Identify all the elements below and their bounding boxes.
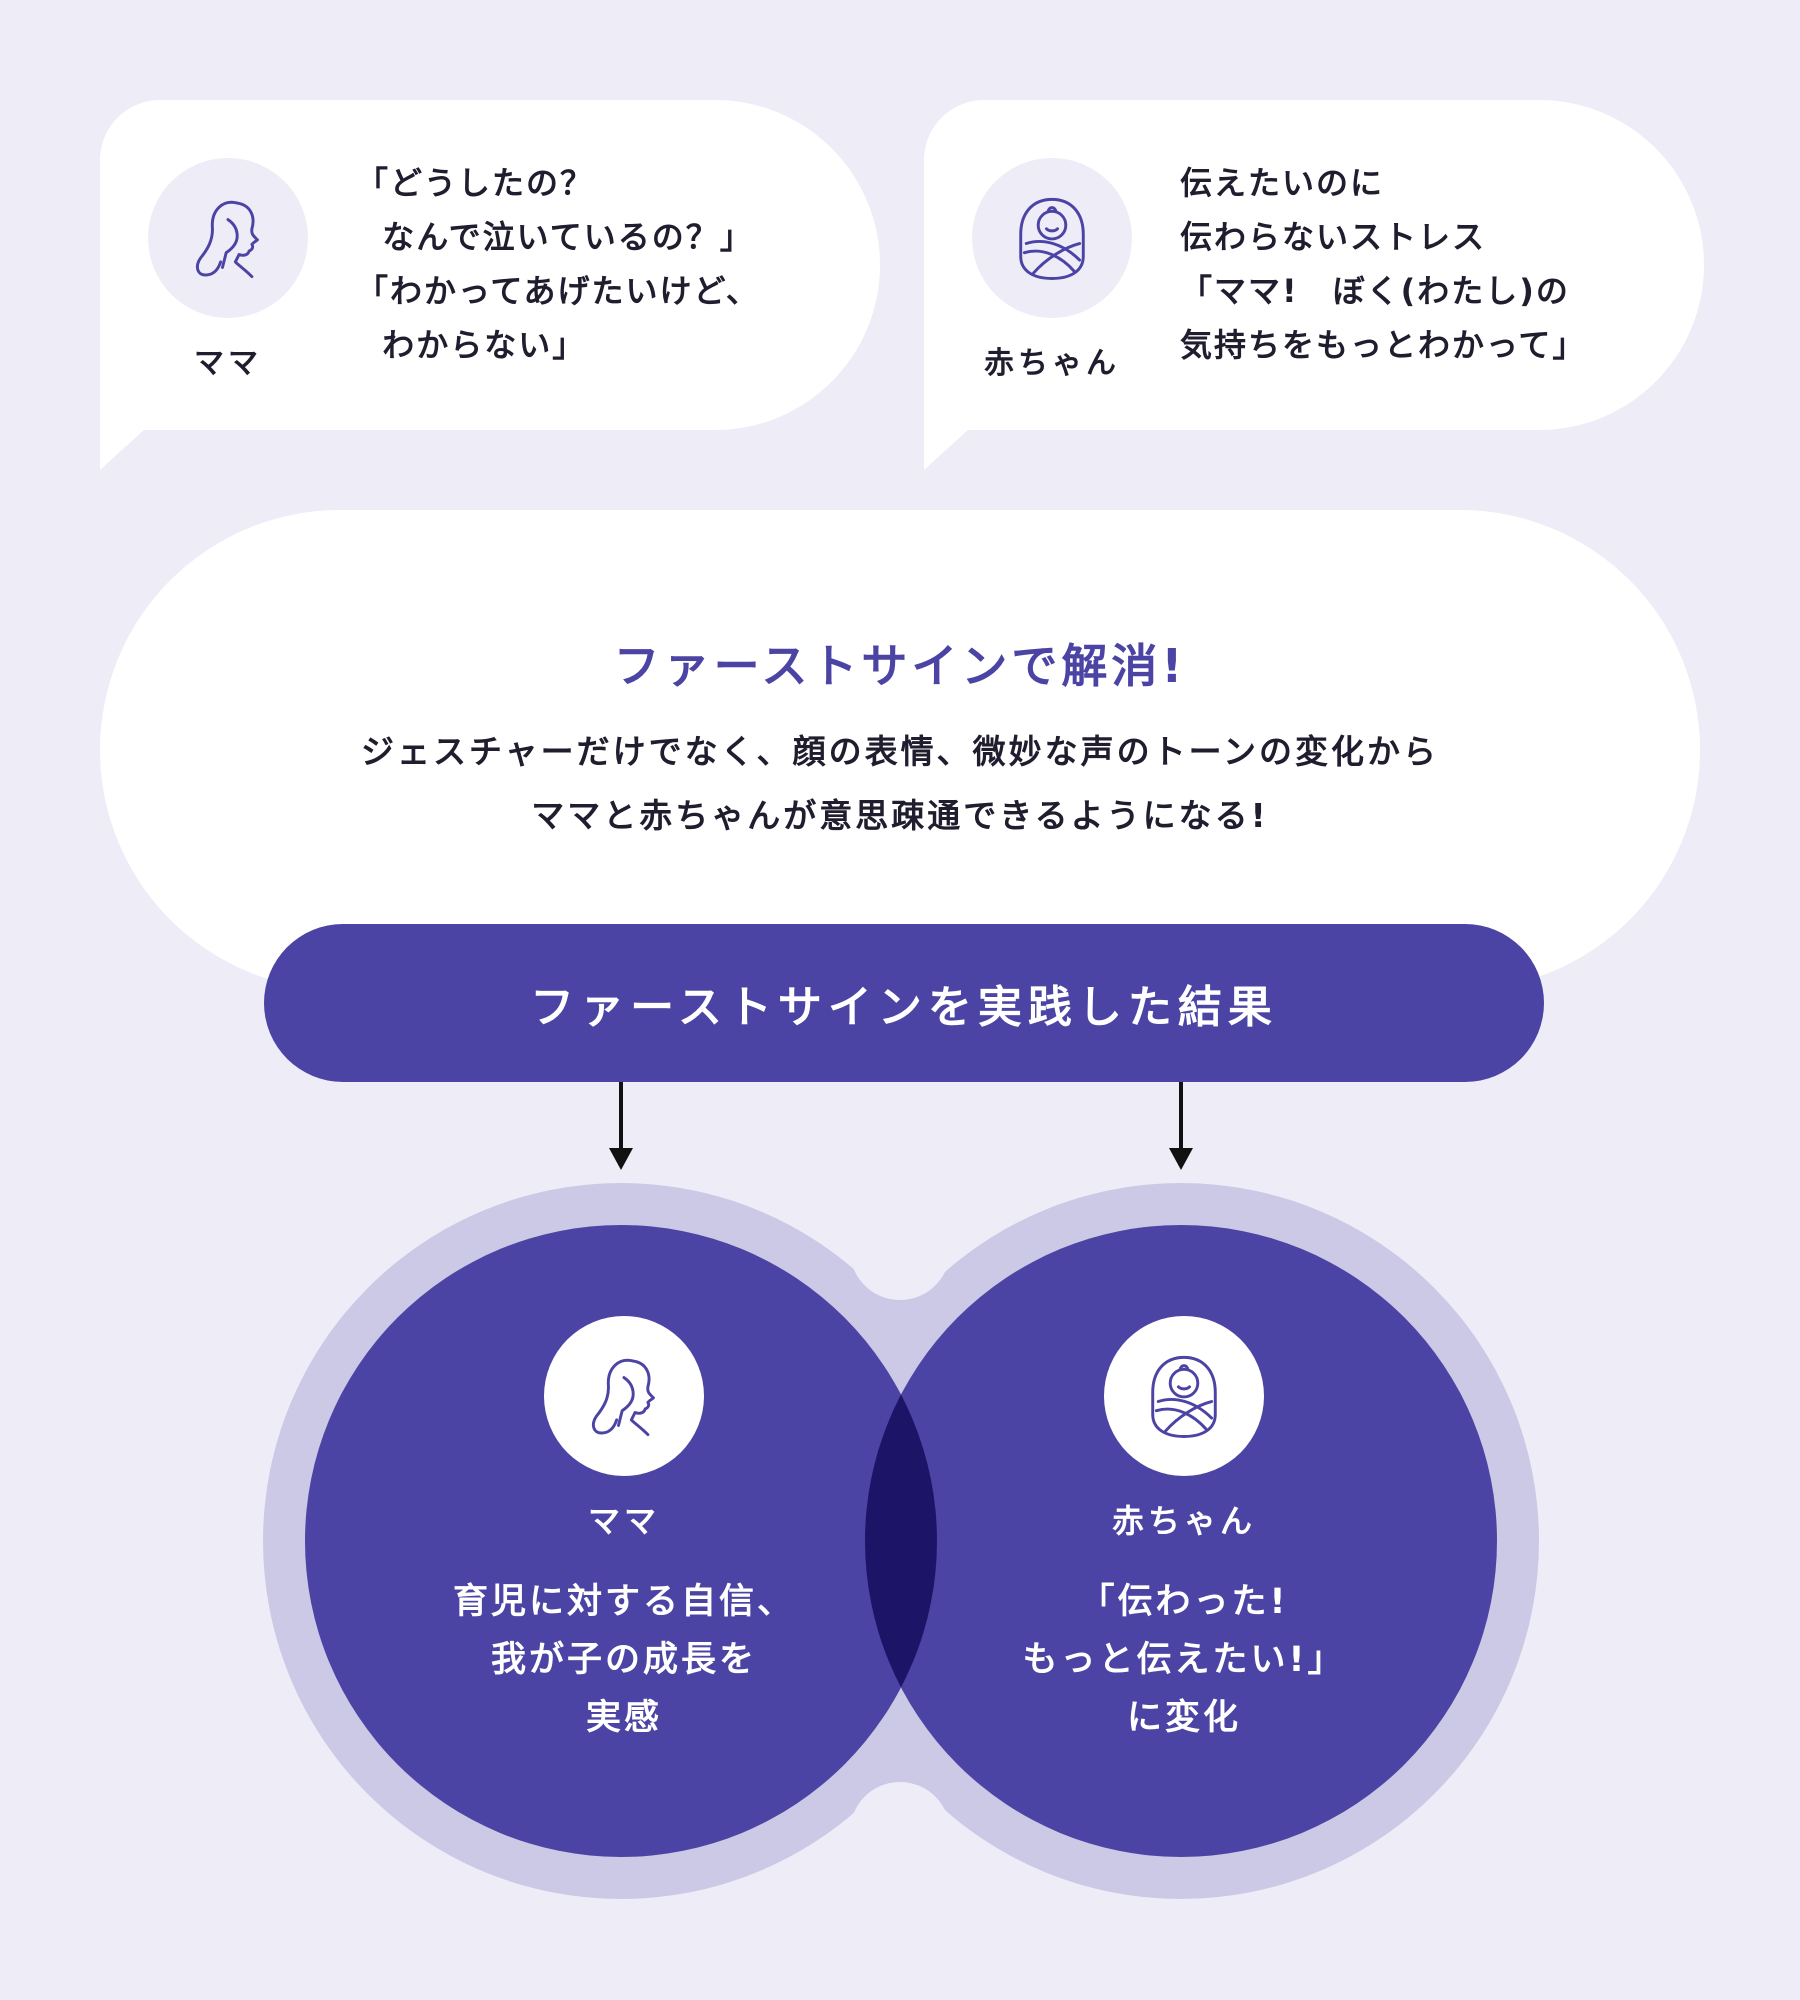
solution-line-2: ママと赤ちゃんが意思疎通できるようになる! [531, 796, 1269, 835]
venn-circle-mama [305, 1225, 937, 1857]
baby-label: 赤ちゃん [984, 346, 1120, 381]
result-banner: ファーストサインを実践した結果 [264, 924, 1544, 1082]
venn-baby-avatar [1104, 1316, 1264, 1476]
swaddled-baby-icon [1151, 1355, 1217, 1438]
solution-line-1: ジェスチャーだけでなく、顔の表情、微妙な声のトーンの変化から [360, 732, 1440, 771]
mama-avatar [148, 158, 308, 318]
venn-mama-text: 育児に対する自信、 我が子の成長を 実感 [452, 1582, 795, 1738]
solution-panel: ファーストサインで解消! ジェスチャーだけでなく、顔の表情、微妙な声のトーンの変… [100, 510, 1700, 990]
mama-label: ママ [194, 346, 262, 381]
venn-baby-label: 赤ちゃん [1111, 1502, 1256, 1540]
solution-description: ジェスチャーだけでなく、顔の表情、微妙な声のトーンの変化から ママと赤ちゃんが意… [100, 720, 1700, 848]
venn-circle-baby [865, 1225, 1497, 1857]
venn-baby-text: 「伝わった! もっと伝えたい!」 に変化 [1022, 1582, 1346, 1738]
baby-speech-text: 伝えたいのに 伝わらないストレス 「ママ! ぼく(わたし)の 気持ちをもっとわか… [1180, 164, 1587, 364]
solution-title: ファーストサインで解消! [613, 639, 1187, 693]
venn-mama-avatar [544, 1316, 704, 1476]
swaddled-baby-icon [1019, 197, 1085, 280]
arrow-down-icon [1169, 1082, 1193, 1172]
venn-mama-label: ママ [587, 1502, 660, 1540]
woman-profile-icon [591, 1358, 655, 1437]
mama-speech-text: 「どうしたの？ なんで泣いているの？」 「わかってあげたいけど、 わからない」 [356, 164, 760, 364]
baby-avatar [972, 158, 1132, 318]
arrow-down-icon [609, 1082, 633, 1172]
result-title: ファーストサインを実践した結果 [530, 982, 1278, 1033]
baby-speech-bubble: 赤ちゃん 伝えたいのに 伝わらないストレス 「ママ! ぼく(わたし)の 気持ちを… [924, 100, 1704, 470]
woman-profile-icon [195, 200, 259, 279]
mama-speech-bubble: ママ 「どうしたの？ なんで泣いているの？」 「わかってあげたいけど、 わからな… [100, 100, 880, 470]
